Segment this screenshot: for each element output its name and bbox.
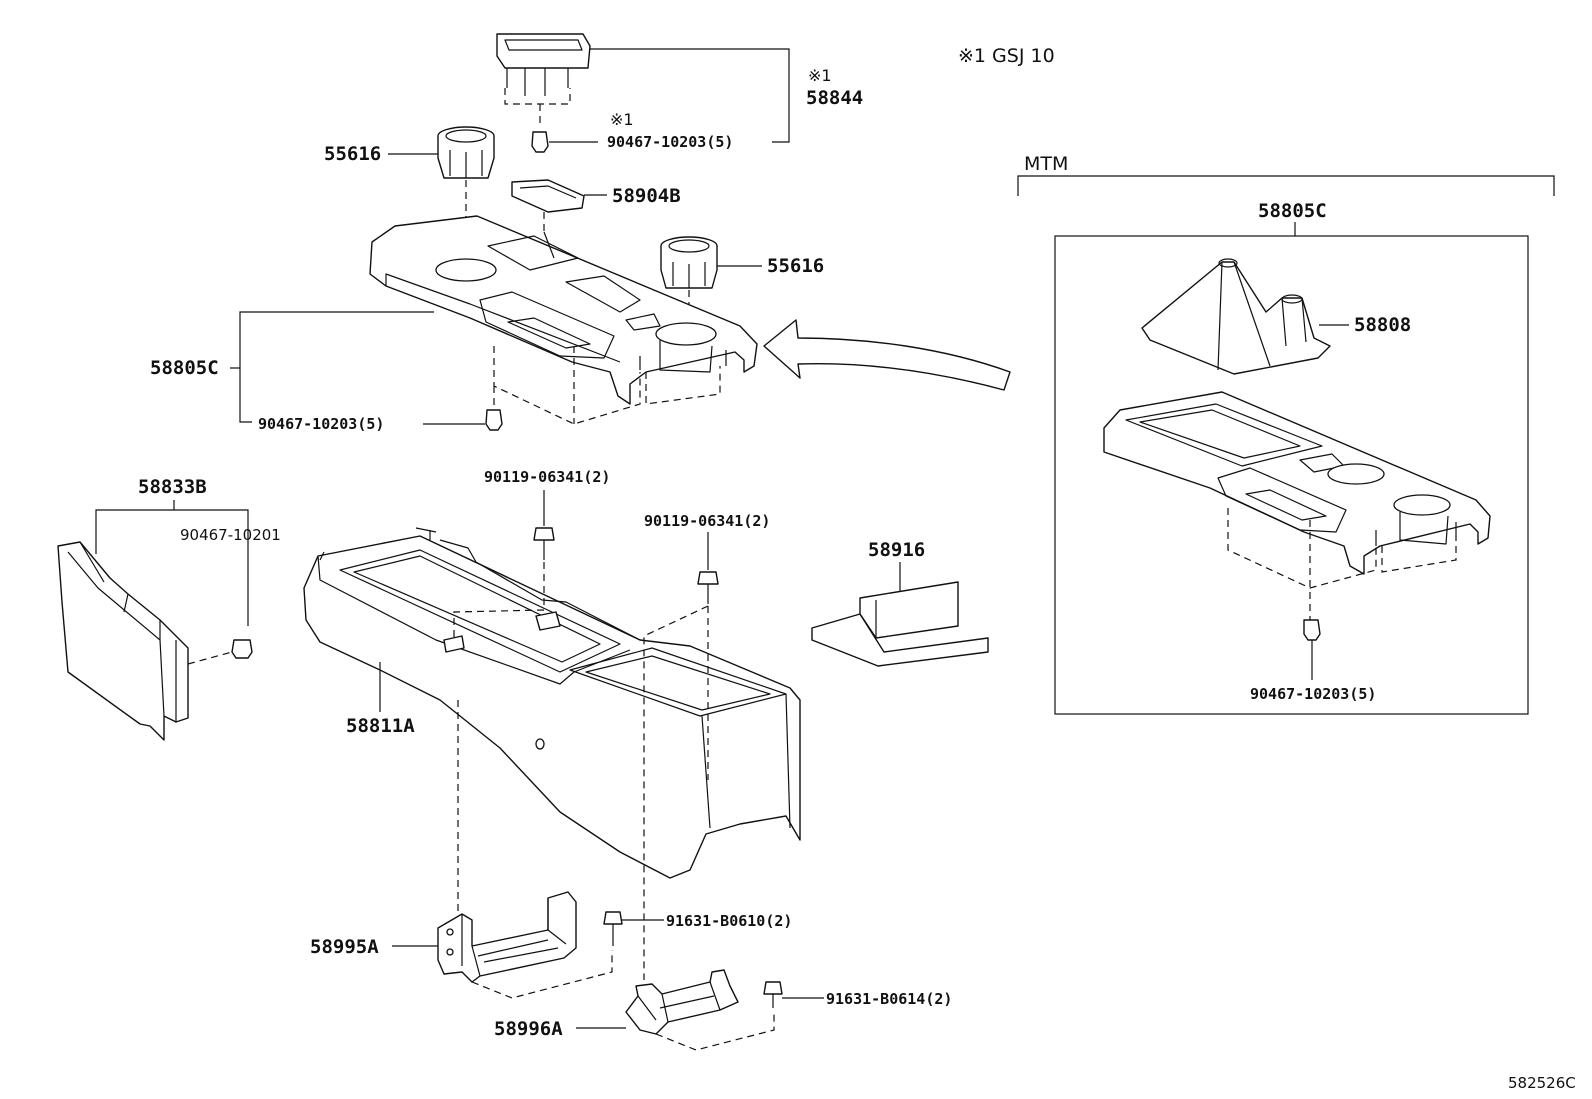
leader-58833b xyxy=(95,509,249,626)
label-58805c-main: 58805C xyxy=(150,357,219,379)
label-55616-right: 55616 xyxy=(767,255,824,277)
cup-holder-left-drawing xyxy=(437,126,495,179)
bracket-58995a-drawing xyxy=(437,891,577,983)
clip-side-drawing xyxy=(231,639,253,659)
clip-top-drawing xyxy=(531,131,549,153)
dash-mtm-panel xyxy=(1227,508,1457,620)
label-55616-left: 55616 xyxy=(324,143,381,165)
clip-mtm-drawing xyxy=(1303,619,1321,641)
label-58805c-mtm: 58805C xyxy=(1258,200,1327,222)
label-58844: 58844 xyxy=(806,87,863,109)
label-91631-b0610: 91631-B0610(2) xyxy=(666,912,792,930)
label-58916: 58916 xyxy=(868,539,925,561)
variant-note: ※1 GSJ 10 xyxy=(958,45,1055,67)
dash-panel-main xyxy=(493,346,721,425)
clip-mid-drawing xyxy=(485,409,503,431)
label-91631-b0614: 91631-B0614(2) xyxy=(826,990,952,1008)
dash-58995a xyxy=(471,950,613,999)
figure-code: 582526C xyxy=(1508,1074,1576,1092)
upper-panel-58805c-drawing xyxy=(369,215,758,405)
label-90119-06341-b: 90119-06341(2) xyxy=(644,512,770,530)
label-58996a: 58996A xyxy=(494,1018,563,1040)
label-90467-10203-mtm: 90467-10203(5) xyxy=(1250,685,1376,703)
ashtray-58844-drawing xyxy=(496,33,591,128)
label-58811a: 58811A xyxy=(346,715,415,737)
dash-58996a xyxy=(655,1010,775,1051)
console-box-58811a-drawing xyxy=(303,527,801,879)
leader-58805c-main xyxy=(239,311,434,423)
direction-arrow xyxy=(763,319,1011,391)
label-90467-10203-top: 90467-10203(5) xyxy=(607,133,733,151)
ref-mark-1a: ※1 xyxy=(808,66,832,85)
label-90467-10201: 90467-10201 xyxy=(180,526,281,544)
label-90467-10203-mid: 90467-10203(5) xyxy=(258,415,384,433)
plate-58904b-drawing xyxy=(511,179,585,213)
cup-holder-right-drawing xyxy=(660,236,718,289)
bolt-90119-b-drawing xyxy=(697,571,719,604)
dash-side-clip xyxy=(187,651,233,665)
bolt-90119-a-drawing xyxy=(533,527,555,560)
dash-90119-a xyxy=(453,562,545,640)
label-58995a: 58995A xyxy=(310,936,379,958)
panel-58916-drawing xyxy=(811,581,989,667)
ref-mark-1b: ※1 xyxy=(610,110,634,129)
bracket-58996a-drawing xyxy=(625,969,739,1035)
bolt-91631-b0614-drawing xyxy=(763,981,783,1008)
mtm-bracket xyxy=(1017,175,1555,196)
shift-boot-58808-drawing xyxy=(1141,258,1331,375)
side-cover-58833b-drawing xyxy=(57,541,189,741)
mtm-box xyxy=(1054,235,1529,715)
mtm-panel-drawing xyxy=(1103,391,1491,575)
dash-90119-b xyxy=(643,605,709,980)
label-58904b: 58904B xyxy=(612,185,681,207)
bolt-91631-b0610-drawing xyxy=(603,911,623,946)
label-58808: 58808 xyxy=(1354,314,1411,336)
label-58833b: 58833B xyxy=(138,476,207,498)
leader-58844 xyxy=(590,48,790,143)
label-90119-06341-a: 90119-06341(2) xyxy=(484,468,610,486)
mtm-label: MTM xyxy=(1024,153,1068,175)
